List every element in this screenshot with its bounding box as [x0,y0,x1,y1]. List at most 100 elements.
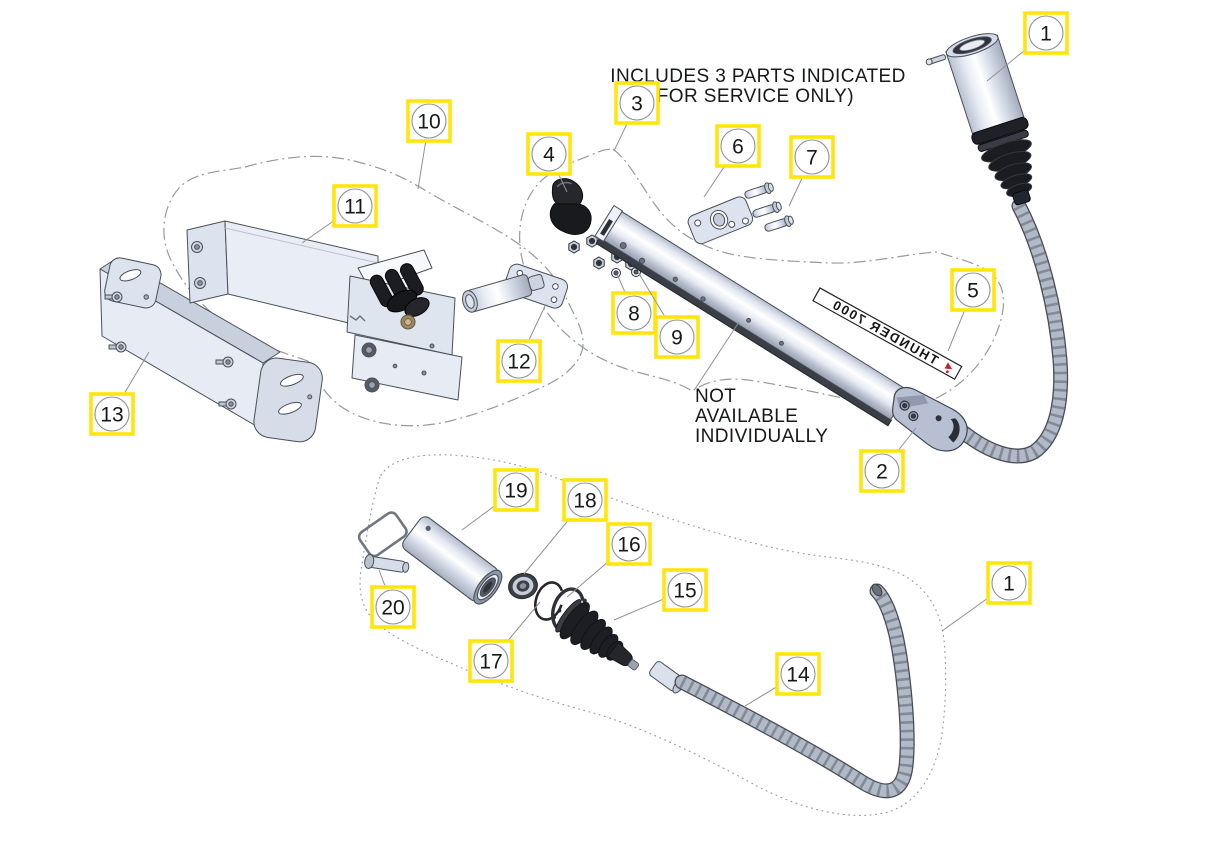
not-available-line3: INDIVIDUALLY [695,426,828,447]
callout-9[interactable]: 9 [637,271,700,359]
callout-circle [567,482,603,518]
part-2-cable-clamp [892,386,968,452]
callout-number: 17 [479,651,502,674]
callout-number: 13 [100,404,123,427]
callout-number: 11 [344,196,366,219]
callout-leader [613,596,670,621]
pulley-housing [346,249,463,401]
callout-circle [720,128,756,164]
part-18-bearing [508,572,538,600]
part-20-bail-pin [357,511,410,573]
callout-4[interactable]: 4 [526,132,572,193]
callout-5[interactable]: 5 [947,268,996,352]
callout-circle [498,472,534,508]
part-1-handle-cable [925,33,1069,464]
part-15-rubber-boot [555,599,640,671]
callout-18[interactable]: 18 [523,478,608,575]
callout-number: 12 [507,351,530,374]
callout-17[interactable]: 17 [468,601,541,683]
callout-leader [637,271,669,323]
callout-6[interactable]: 6 [703,124,761,198]
callout-leader [523,512,575,575]
callout-circle [611,526,647,562]
callout-circle [955,272,991,308]
callout-number: 2 [876,461,888,484]
callout-11[interactable]: 11 [301,184,378,244]
callout-7[interactable]: 7 [788,135,835,207]
cable-strands [679,586,914,797]
not-available-leader [694,321,740,390]
callout-number: 3 [631,93,643,116]
callout-circle [991,565,1027,601]
callout-number: 6 [732,136,744,159]
callout-circle [94,396,130,432]
hardware-nuts-washers [568,234,641,278]
callout-number: 5 [967,280,979,303]
callout-leader [120,351,150,400]
callout-13[interactable]: 13 [89,351,150,436]
part-11-u-bracket [186,220,379,331]
callout-circle [616,295,652,331]
callout-number: 7 [806,147,818,170]
callout-circle [619,85,655,121]
callout-2[interactable]: 2 [859,427,917,493]
callout-3[interactable]: 3 [613,81,660,152]
not-available-line1: NOT [695,386,736,407]
callout-number: 18 [573,490,596,513]
callout-circle [667,572,703,608]
callout-1[interactable]: 1 [941,561,1032,632]
callout-circle [501,343,537,379]
callout-circle [337,188,373,224]
callout-8[interactable]: 8 [611,273,657,335]
decal-logo [944,362,953,374]
part-4-rubber-bumper [549,178,592,235]
callout-14[interactable]: 14 [744,652,821,707]
boundary-left-assembly [163,155,584,427]
callout-number: 16 [617,534,640,557]
callout-circle [864,453,900,489]
callout-circle [531,136,567,172]
callout-circle [375,589,411,625]
callout-circle [1028,15,1064,51]
callout-leader [947,305,968,352]
callout-number: 15 [673,580,696,603]
part-12-roller-pin [462,263,569,313]
callout-number: 19 [504,480,527,503]
callout-number: 1 [1003,573,1015,596]
callout-leader [417,137,427,190]
pulley-rollers [369,263,430,330]
callout-number: 20 [381,597,404,620]
part-14-winch-cable [649,583,915,799]
callout-number: 8 [628,303,640,326]
channel-bolts [104,291,237,410]
callout-number: 10 [417,111,440,134]
annotations: INCLUDES 3 PARTS INDICATED (FOR SERVICE … [610,66,905,447]
callout-16[interactable]: 16 [566,522,652,598]
part-9-washers [611,267,641,278]
callout-circle [473,643,509,679]
callout-1[interactable]: 1 [986,11,1069,82]
callout-20[interactable]: 20 [370,569,416,629]
handle-grip [925,33,1033,206]
not-available-line2: AVAILABLE [695,406,798,427]
part-19-roller-tube [402,516,503,605]
callout-15[interactable]: 15 [613,568,708,621]
callout-number: 1 [1040,23,1052,46]
callout-circle [659,319,695,355]
callout-circle [780,656,816,692]
part-13-channel-bracket [99,257,323,443]
callout-10[interactable]: 10 [406,99,452,190]
callout-number: 9 [671,327,683,350]
service-note-line2: (FOR SERVICE ONLY) [650,86,854,107]
part-7-bolts [744,182,794,232]
callout-19[interactable]: 19 [461,468,539,531]
callout-12[interactable]: 12 [496,303,547,383]
callout-circle [794,139,830,175]
boundary-cable-kit [359,454,947,816]
callout-number: 4 [543,144,555,167]
callout-circle [411,103,447,139]
callout-number: 14 [786,664,810,687]
part-6-backing-plate [687,196,754,245]
